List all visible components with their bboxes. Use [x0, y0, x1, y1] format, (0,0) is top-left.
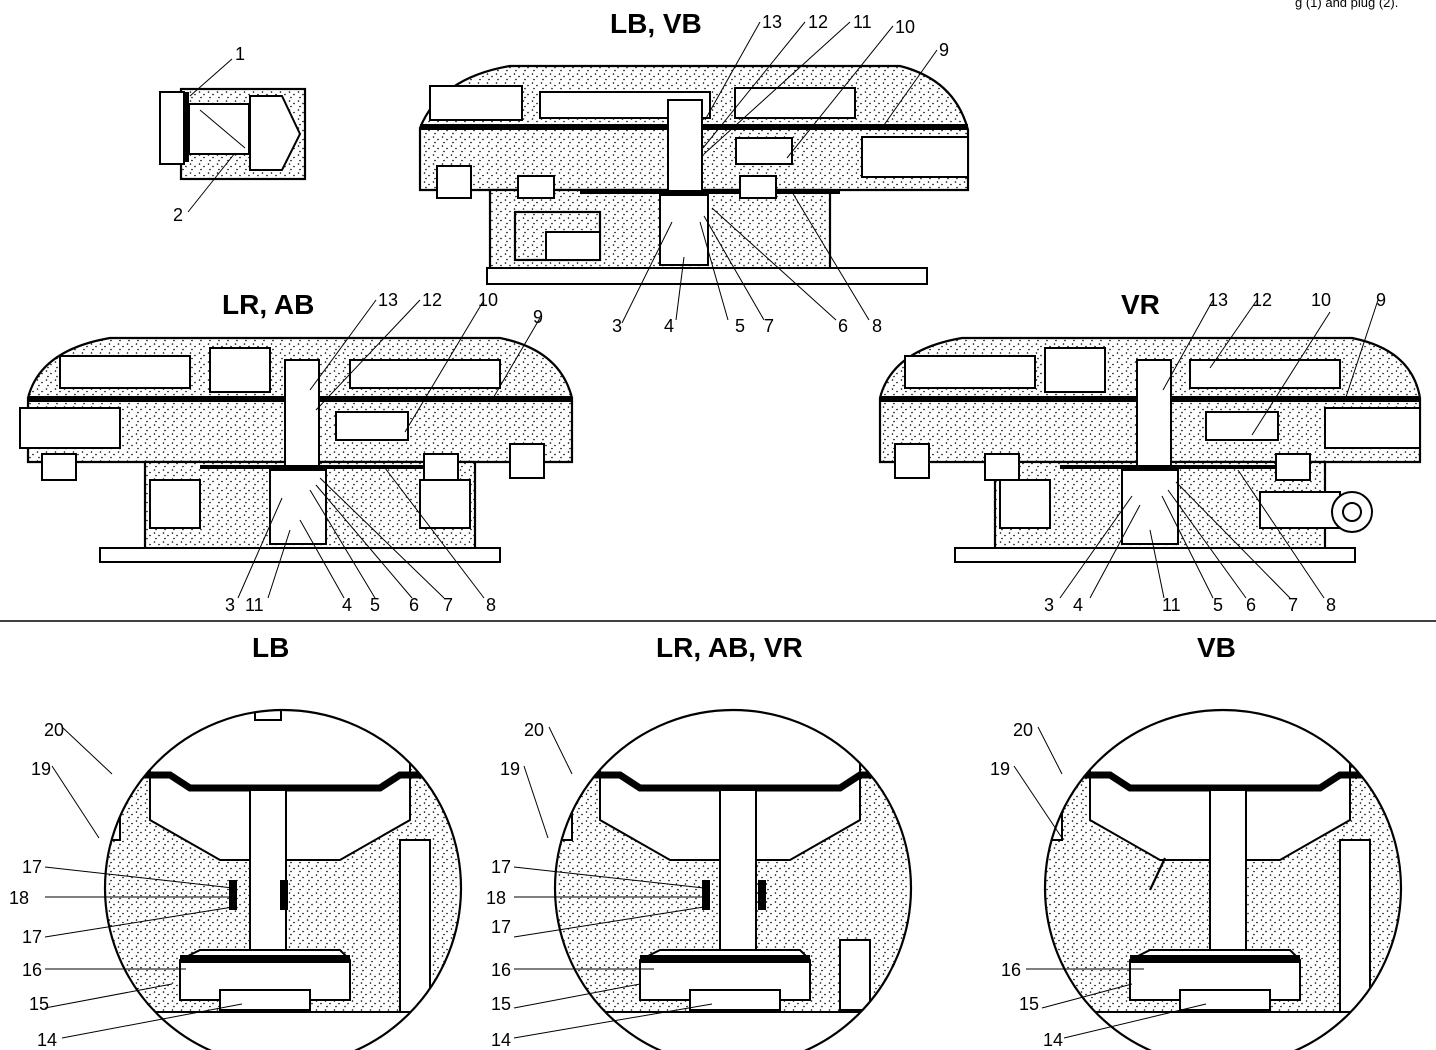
- title-detail-vb: VB: [1197, 632, 1236, 663]
- lb-vb-label-13: 13: [762, 12, 782, 32]
- lr-ab-label-11: 11: [245, 595, 264, 615]
- title-detail-lr-ab-vr: LR, AB, VR: [656, 632, 803, 663]
- lr-ab-label-3: 3: [225, 595, 235, 615]
- lr-ab-label-6: 6: [409, 595, 419, 615]
- lr-ab-drawing: [19, 336, 574, 563]
- detail-vb-drawing: [1043, 708, 1403, 1050]
- detail-vb-label-14: 14: [1043, 1030, 1063, 1050]
- vr-label-6: 6: [1246, 595, 1256, 615]
- lb-vb-label-9: 9: [939, 40, 949, 60]
- detail-vb-label-15: 15: [1019, 994, 1039, 1014]
- lr-ab-label-8: 8: [486, 595, 496, 615]
- vr-label-11: 11: [1162, 595, 1181, 615]
- lb-vb-label-8: 8: [872, 316, 882, 336]
- vr-label-4: 4: [1073, 595, 1083, 615]
- detail-lb-label-20: 20: [44, 720, 64, 740]
- lb-vb-label-10: 10: [895, 17, 915, 37]
- plug-label-2: 2: [173, 205, 183, 225]
- detail-lr-ab-vr-label-17b: 17: [491, 917, 511, 937]
- vr-label-9: 9: [1376, 290, 1386, 310]
- title-vr: VR: [1121, 289, 1160, 320]
- lb-vb-label-4: 4: [664, 316, 674, 336]
- detail-lb-label-14: 14: [37, 1030, 57, 1050]
- plug-label-1: 1: [235, 44, 245, 64]
- lb-vb-label-7: 7: [764, 316, 774, 336]
- detail-lr-ab-vr-leaders: [513, 726, 713, 1039]
- vr-label-8: 8: [1326, 595, 1336, 615]
- lr-ab-label-12: 12: [422, 290, 442, 310]
- detail-vb-leaders: [1013, 726, 1207, 1039]
- detail-lb-leaders: [44, 726, 243, 1039]
- lr-ab-label-10: 10: [478, 290, 498, 310]
- detail-lr-ab-vr-label-17a: 17: [491, 857, 511, 877]
- vr-label-13: 13: [1208, 290, 1228, 310]
- lb-vb-drawing: [418, 64, 970, 285]
- lb-vb-label-3: 3: [612, 316, 622, 336]
- detail-lb-label-15: 15: [29, 994, 49, 1014]
- title-lr-ab: LR, AB: [222, 289, 314, 320]
- title-lb-vb: LB, VB: [610, 8, 702, 39]
- detail-lb-label-16: 16: [22, 960, 42, 980]
- vr-drawing: [878, 336, 1422, 563]
- lb-vb-label-5: 5: [735, 316, 745, 336]
- vr-label-3: 3: [1044, 595, 1054, 615]
- detail-lb-label-18: 18: [9, 888, 29, 908]
- detail-lr-ab-vr-label-15: 15: [491, 994, 511, 1014]
- detail-lr-ab-vr-drawing: [553, 708, 913, 1050]
- vr-label-10: 10: [1311, 290, 1331, 310]
- lr-ab-label-9: 9: [533, 307, 543, 327]
- detail-lr-ab-vr-label-20: 20: [524, 720, 544, 740]
- detail-vb-label-16: 16: [1001, 960, 1021, 980]
- detail-lr-ab-vr-label-19: 19: [500, 759, 520, 779]
- lb-vb-label-11: 11: [853, 12, 872, 32]
- lr-ab-label-13: 13: [378, 290, 398, 310]
- vr-label-12: 12: [1252, 290, 1272, 310]
- lb-vb-label-12: 12: [808, 12, 828, 32]
- lb-vb-label-6: 6: [838, 316, 848, 336]
- header-fragment: g (1) and plug (2).: [1295, 0, 1398, 10]
- detail-lb-label-17a: 17: [22, 857, 42, 877]
- detail-lr-ab-vr-label-14: 14: [491, 1030, 511, 1050]
- detail-vb-label-19: 19: [990, 759, 1010, 779]
- plug-leaders: [187, 58, 236, 213]
- detail-lb-label-19: 19: [31, 759, 51, 779]
- detail-lb-label-17b: 17: [22, 927, 42, 947]
- vr-label-5: 5: [1213, 595, 1223, 615]
- lr-ab-label-5: 5: [370, 595, 380, 615]
- vr-leaders: [1059, 299, 1379, 599]
- detail-lr-ab-vr-label-18: 18: [486, 888, 506, 908]
- lr-ab-label-4: 4: [342, 595, 352, 615]
- vr-label-7: 7: [1288, 595, 1298, 615]
- detail-vb-label-20: 20: [1013, 720, 1033, 740]
- lr-ab-leaders: [237, 299, 541, 599]
- detail-lb-drawing: [103, 708, 463, 1050]
- plug-drawing: [159, 87, 307, 181]
- title-detail-lb: LB: [252, 632, 289, 663]
- lb-vb-leaders: [621, 21, 938, 324]
- lr-ab-label-7: 7: [443, 595, 453, 615]
- detail-lr-ab-vr-label-16: 16: [491, 960, 511, 980]
